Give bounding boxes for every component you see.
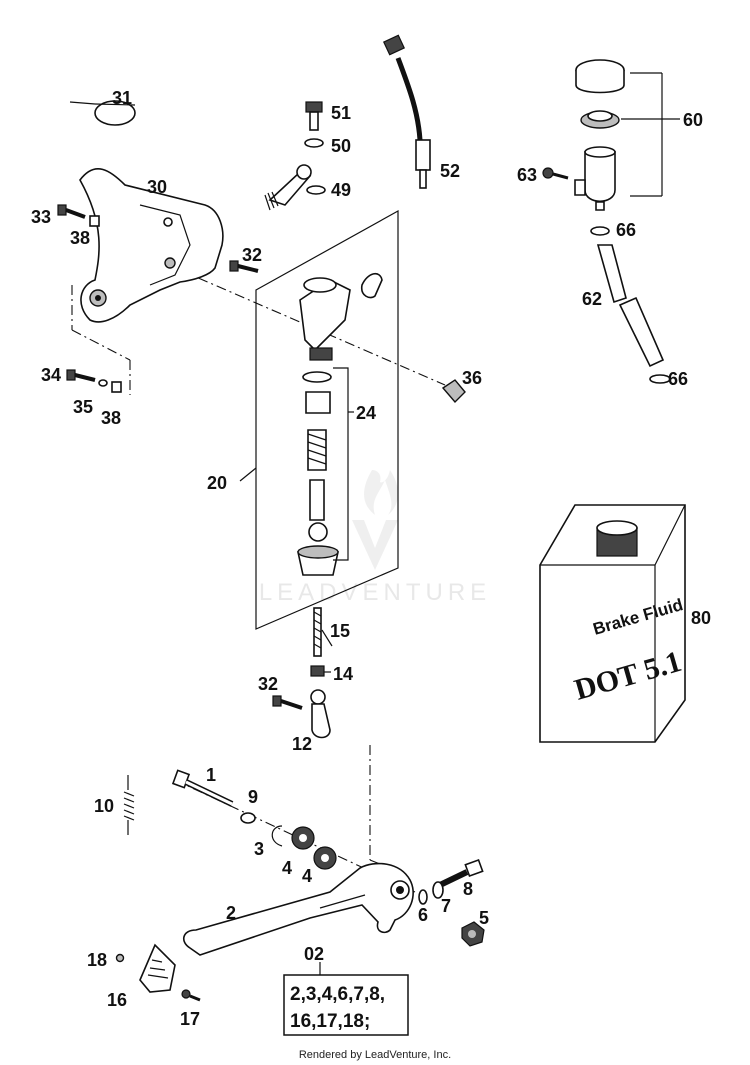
callout-4-right: 4 [302,866,312,886]
callout-34: 34 [41,365,61,385]
callout-35: 35 [73,397,93,417]
callout-12: 12 [292,734,312,754]
bolt-1-part [171,769,234,807]
reservoir-part [574,59,680,211]
callout-38-bottom: 38 [101,408,121,428]
pushrod-part [310,607,331,739]
bolt-32-lower-part [272,695,303,710]
callout-38-top: 38 [70,228,90,248]
callout-9: 9 [248,787,258,807]
callout-31: 31 [112,88,132,108]
callout-36: 36 [462,368,482,388]
callout-17: 17 [180,1009,200,1029]
banjo-bolt-part [264,101,326,211]
callout-32-top: 32 [242,245,262,265]
bracket-part [79,168,224,323]
cable-tie-part [69,100,136,126]
bolt-34-part [66,369,122,393]
callout-8: 8 [463,879,473,899]
kit-line-2: 16,17,18; [290,1011,370,1032]
callout-80: 80 [691,608,711,628]
callout-66-top: 66 [616,220,636,240]
watermark-v-icon [352,520,398,570]
callout-3: 3 [254,839,264,859]
callout-4-left: 4 [282,858,292,878]
callout-10: 10 [94,796,114,816]
cap-36-part [441,379,466,404]
callout-2: 2 [226,903,236,923]
brake-pedal-part [183,862,414,956]
callout-1: 1 [206,765,216,785]
spring-part [123,775,135,835]
hose-part [590,226,671,384]
washer-clip-bearings [240,812,337,870]
watermark-flame-icon [364,470,399,515]
callout-50: 50 [331,136,351,156]
callout-16: 16 [107,990,127,1010]
watermark: LEADVENTURE [259,470,491,606]
callout-5: 5 [479,908,489,928]
callout-52: 52 [440,161,460,181]
callout-32-bottom: 32 [258,674,278,694]
callout-51: 51 [331,103,351,123]
leader-lines [321,629,333,673]
footer-credit: Rendered by LeadVenture, Inc. [299,1049,451,1061]
pedal-tip-part [115,943,201,1002]
callout-14: 14 [333,664,353,684]
master-cylinder-group [239,209,399,630]
watermark-text: LEADVENTURE [259,579,491,606]
callout-60: 60 [683,110,703,130]
screw-63-part [542,167,569,180]
callout-15: 15 [330,621,350,641]
kit-line-1: 2,3,4,6,7,8, [290,984,385,1005]
callout-66-bottom: 66 [668,369,688,389]
callout-24: 24 [356,403,376,423]
callout-7: 7 [441,896,451,916]
callout-18: 18 [87,950,107,970]
kit-box: 2,3,4,6,7,8, 16,17,18; [283,962,409,1036]
brake-fluid-can: Brake Fluid DOT 5.1 [539,504,686,743]
bolt-8-part [418,858,485,947]
callout-33: 33 [31,207,51,227]
callout-20: 20 [207,473,227,493]
callout-02: 02 [304,944,324,964]
callout-30: 30 [147,177,167,197]
bolt-32-upper-part [229,260,259,273]
callout-63: 63 [517,165,537,185]
brake-switch-part [382,34,431,189]
callout-62: 62 [582,289,602,309]
bolt-33-part [57,204,100,227]
callout-6: 6 [418,905,428,925]
callout-49: 49 [331,180,351,200]
callout-labels: 31 51 50 49 52 60 63 66 62 66 30 33 38 3… [31,88,711,1029]
